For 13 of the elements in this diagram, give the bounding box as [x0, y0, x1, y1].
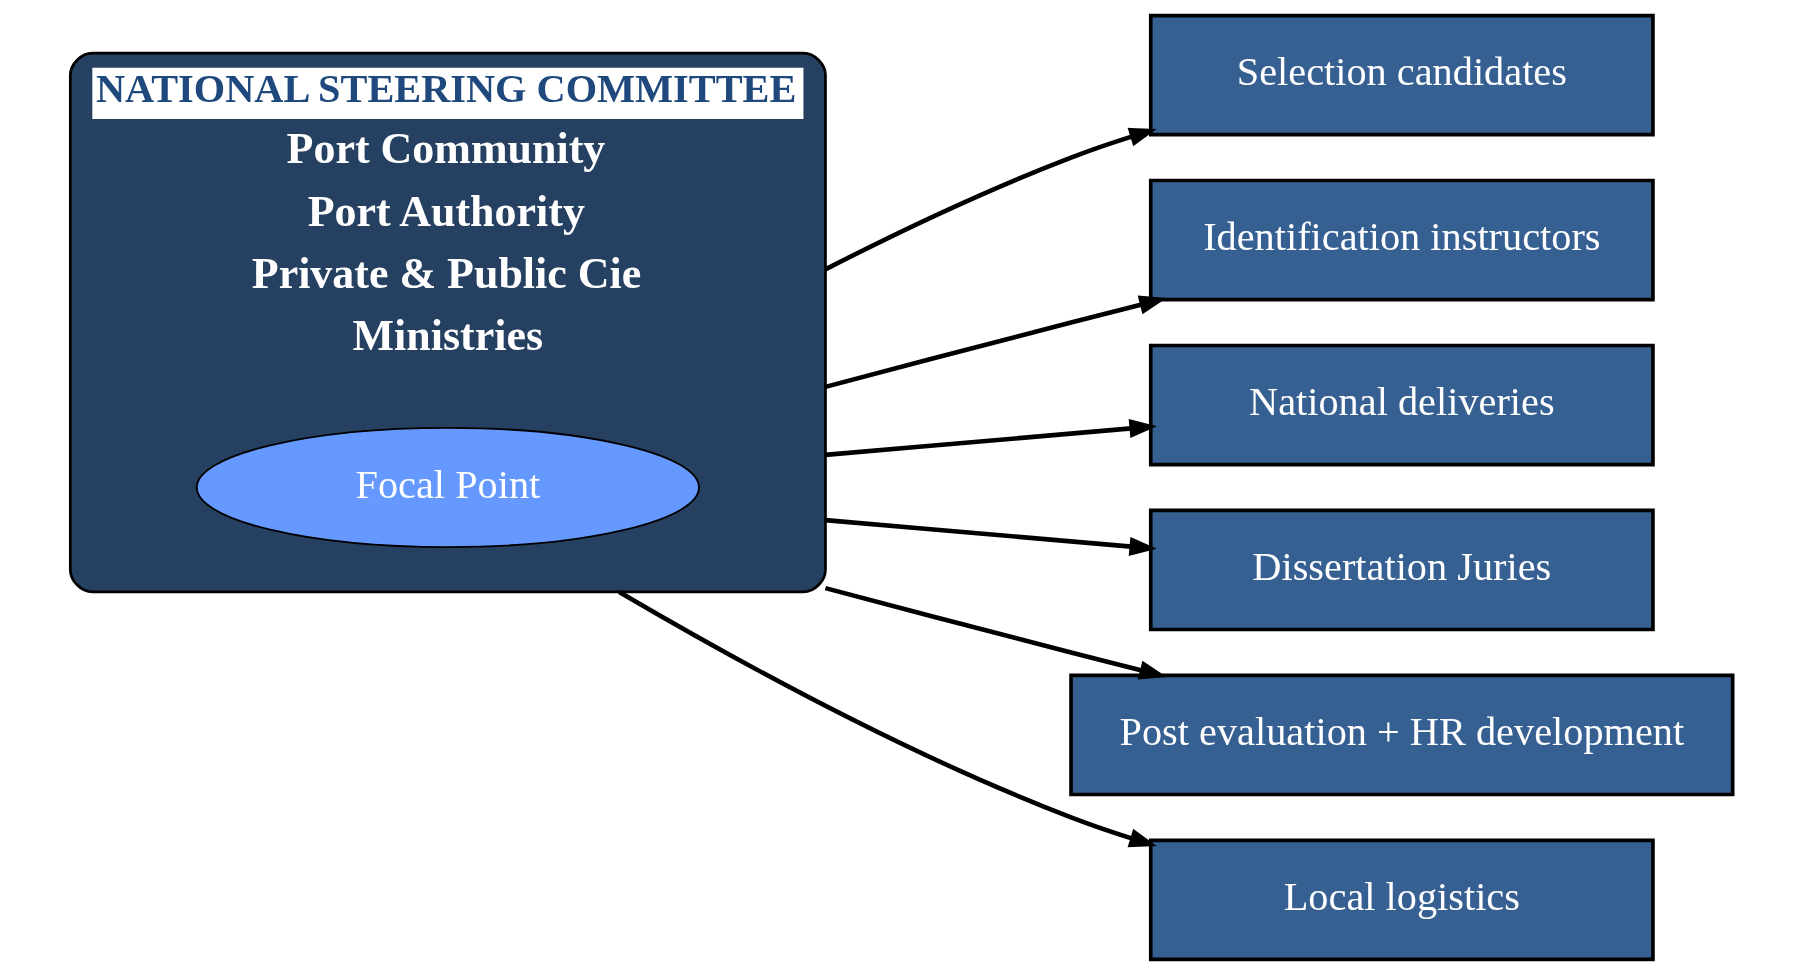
arrow [824, 517, 1157, 557]
node-ellipse: Focal Point [195, 427, 700, 548]
node-box: Identification instructors [1148, 178, 1655, 302]
node-box: National deliveries [1148, 343, 1655, 467]
arrow [824, 295, 1167, 390]
node-box: Selection candidates [1148, 13, 1655, 137]
node-box: Dissertation Juries [1148, 508, 1655, 632]
arrow [823, 127, 1157, 272]
node-box: Post evaluation + HR development [1068, 673, 1734, 797]
arrow [824, 418, 1157, 458]
node-box: Local logistics [1148, 838, 1655, 962]
arrow [617, 590, 1157, 848]
arrow [824, 585, 1167, 680]
